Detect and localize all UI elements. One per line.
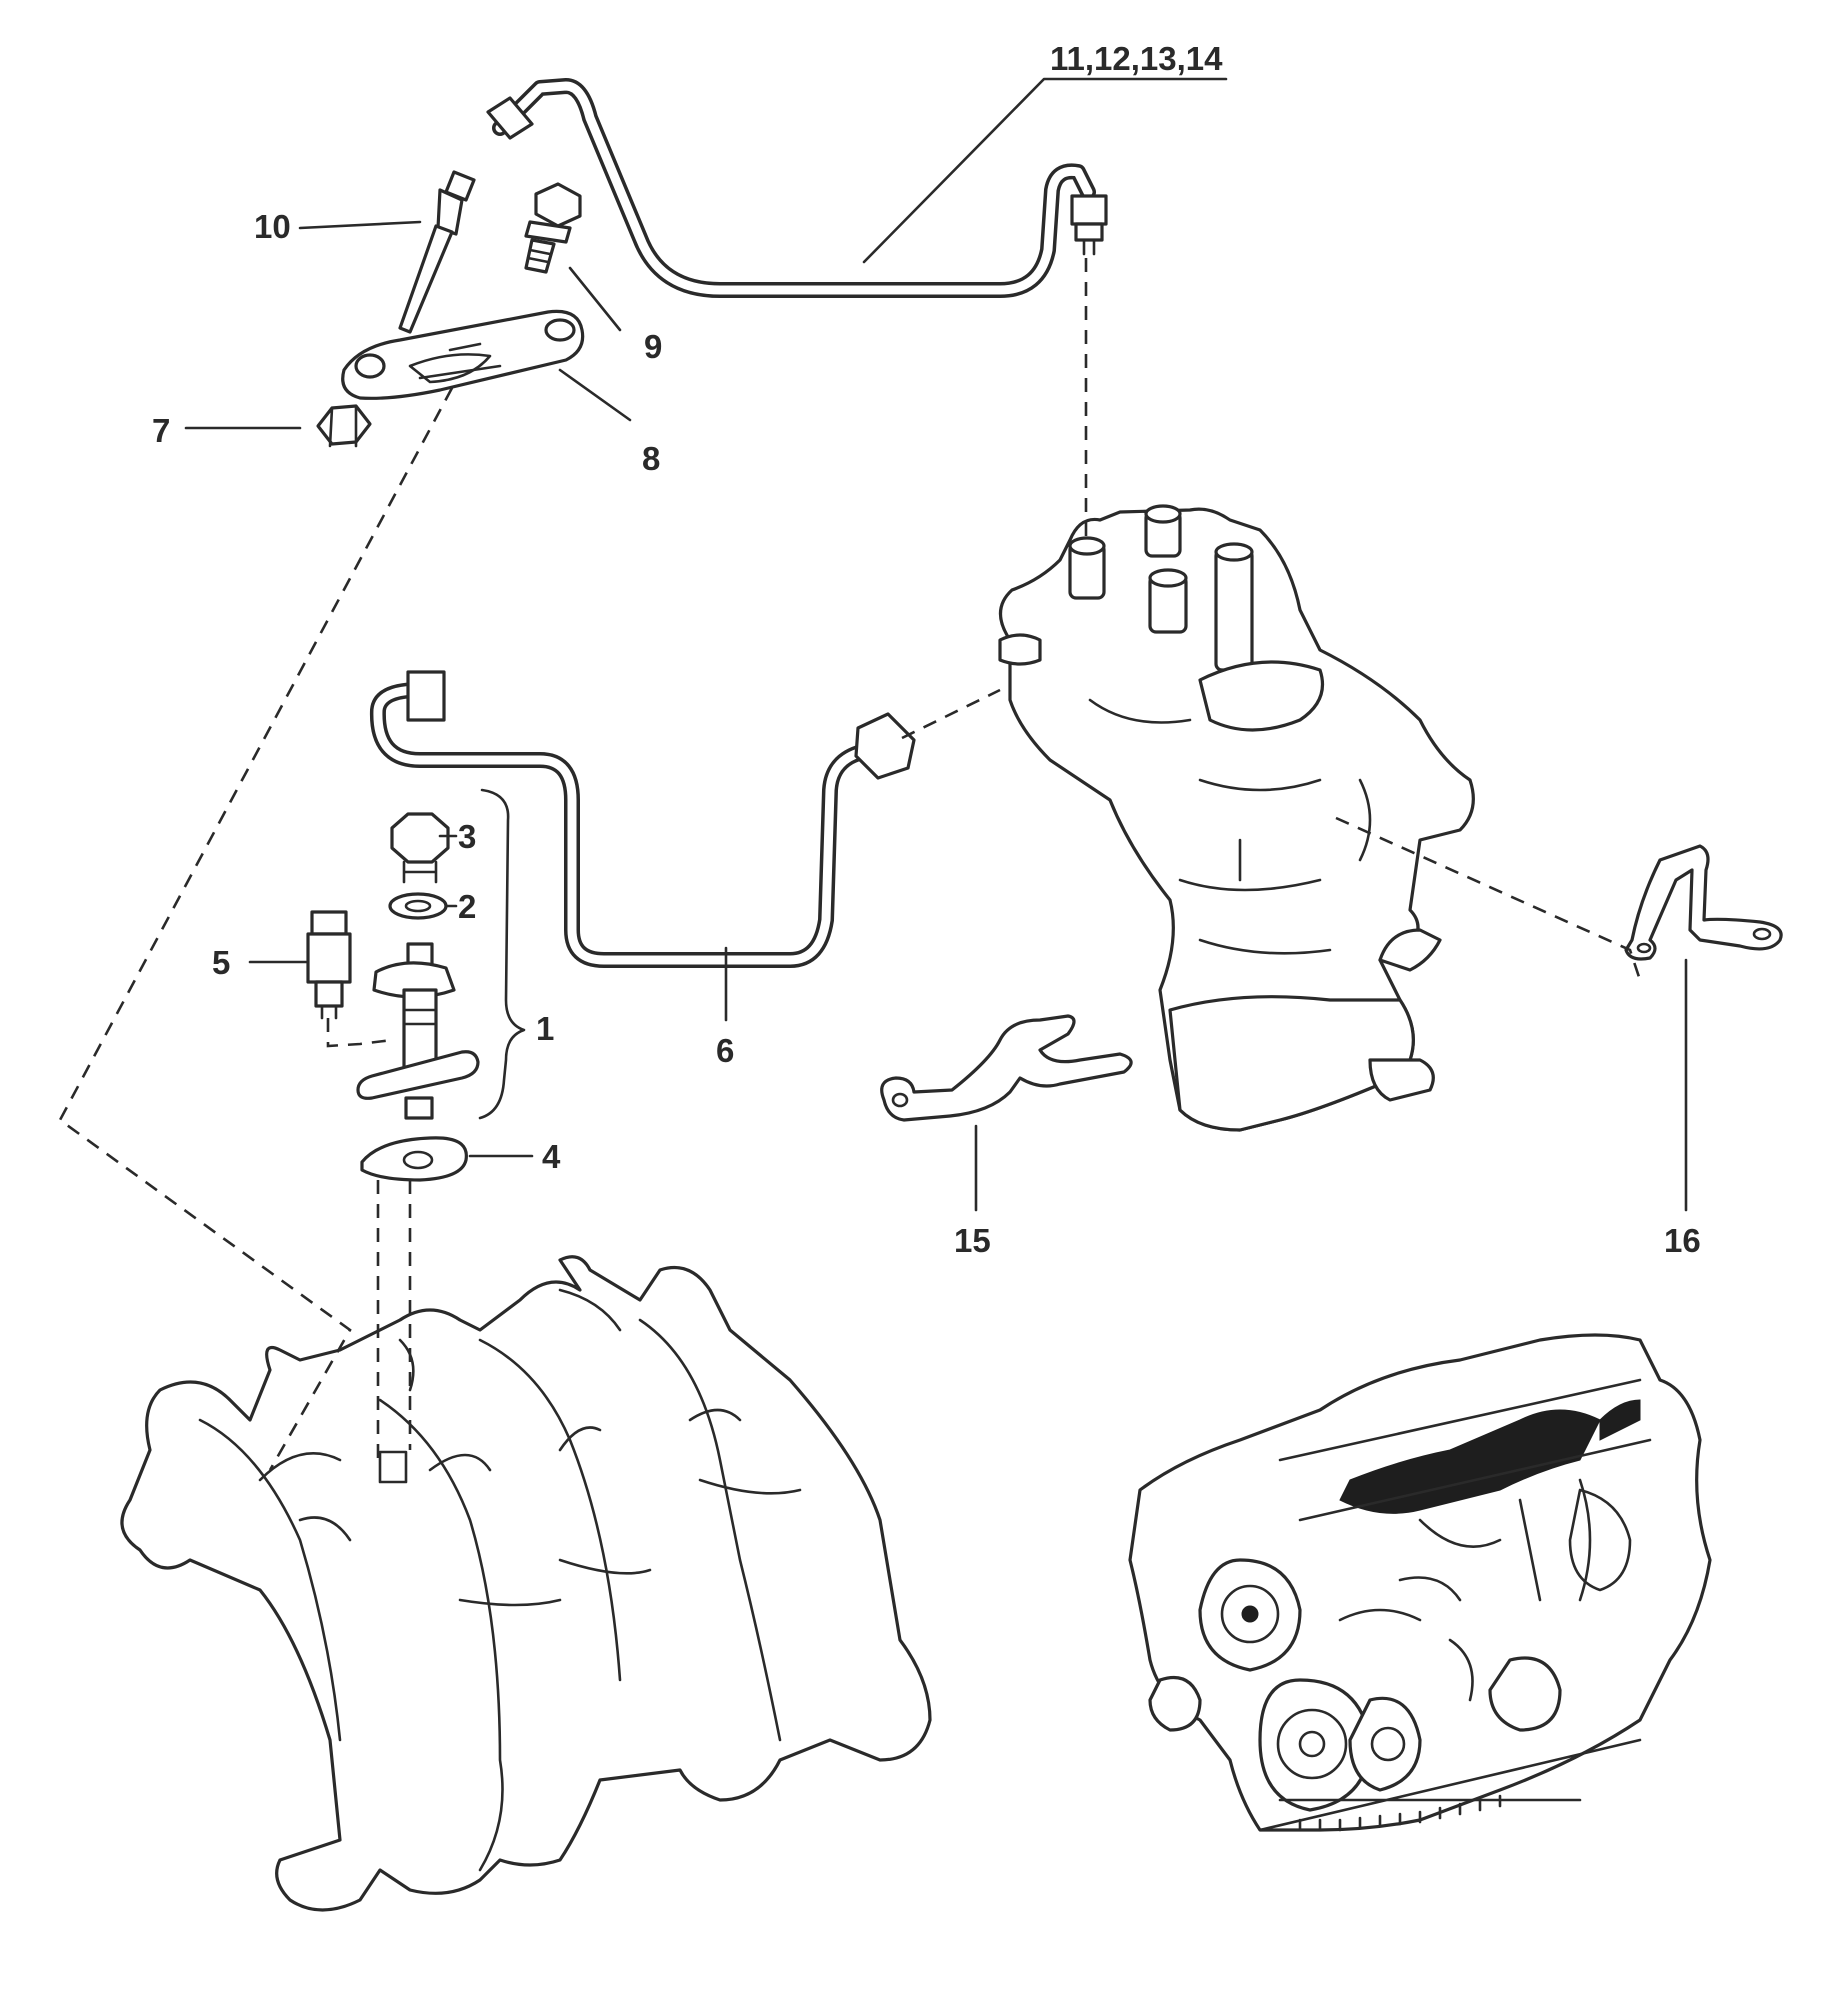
callout-5: 5 — [212, 944, 230, 981]
injector-clamp — [341, 309, 585, 400]
gasket — [360, 1136, 468, 1182]
bolt — [524, 182, 582, 274]
callout-16: 16 — [1664, 1222, 1701, 1259]
injector-nozzle-holder — [390, 812, 450, 884]
engine-thumbnail — [1128, 1333, 1712, 1832]
injector-nozzle — [356, 942, 480, 1120]
callout-1: 1 — [536, 1010, 554, 1047]
glow-plug — [398, 170, 476, 334]
injection-pump — [998, 504, 1475, 1132]
leak-off-connector — [306, 910, 352, 1020]
callout-9: 9 — [644, 328, 662, 365]
callout-15: 15 — [954, 1222, 991, 1259]
intake-manifold — [120, 1255, 932, 1912]
bracket-16 — [1624, 844, 1783, 961]
callout-6: 6 — [716, 1032, 734, 1069]
assembly-guide-lines — [58, 258, 1642, 1471]
fuel-pipe-6 — [369, 670, 916, 968]
sealing-washer — [388, 892, 448, 920]
callout-3: 3 — [458, 818, 476, 855]
leader-lines — [184, 77, 1688, 1212]
fuel-pipe-upper — [486, 78, 1108, 298]
callout-4: 4 — [542, 1138, 561, 1175]
callout-11-12-13-14: 11,12,13,14 — [1050, 40, 1223, 77]
callout-10: 10 — [254, 208, 291, 245]
nut — [316, 404, 372, 448]
callout-2: 2 — [458, 888, 476, 925]
callout-7: 7 — [152, 412, 170, 449]
callout-8: 8 — [642, 440, 660, 477]
group-bracket — [478, 788, 526, 1120]
bracket-15 — [880, 1014, 1133, 1122]
